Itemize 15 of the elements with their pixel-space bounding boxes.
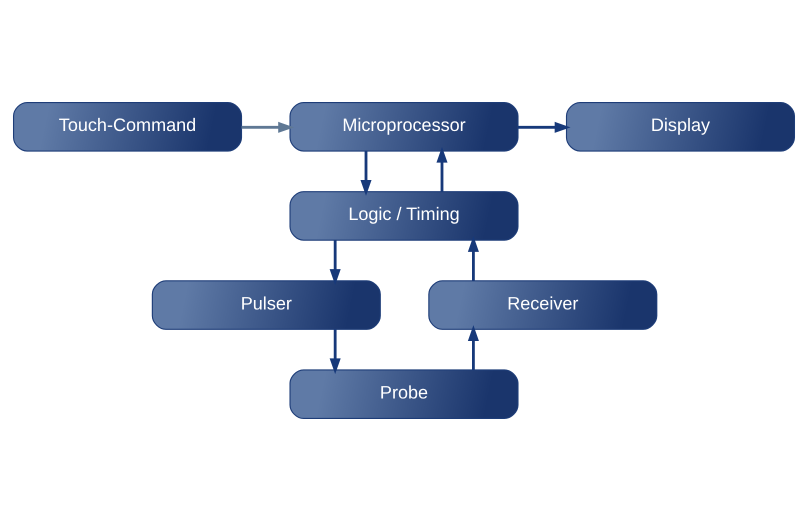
arrow (360, 150, 372, 196)
arrow (242, 121, 294, 132)
node-box: Touch-Command (12, 101, 242, 152)
arrow (330, 328, 341, 374)
node-box: Logic / Timing (289, 190, 519, 240)
arrow (468, 235, 479, 280)
arrow (518, 121, 570, 132)
arrow (436, 146, 448, 192)
node-box: Probe (289, 368, 519, 419)
arrow (330, 240, 341, 285)
node-box: Microprocessor (289, 101, 519, 152)
node-box: Pulser (152, 280, 381, 330)
arrow (468, 324, 479, 370)
node-box: Receiver (428, 280, 658, 330)
node-box: Display (566, 101, 796, 152)
